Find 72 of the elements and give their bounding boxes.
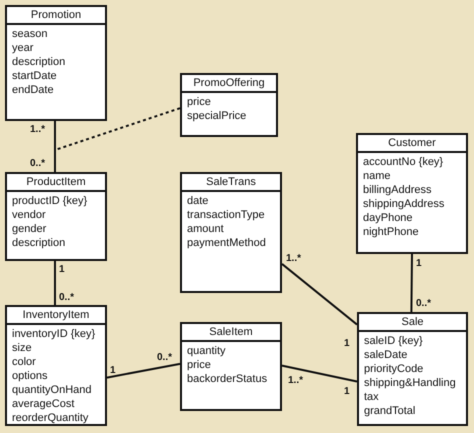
class-box [357, 312, 468, 426]
attribute-text: inventoryID {key} [11, 327, 96, 341]
multiplicity-label: 1 [344, 338, 350, 349]
class-box [180, 322, 282, 411]
attribute-text: billingAddress [362, 183, 432, 197]
class-name: Sale [359, 314, 466, 332]
attribute-text: tax [363, 390, 380, 404]
multiplicity-label: 0..* [416, 298, 432, 309]
class-name: ProductItem [7, 174, 105, 192]
attribute-text: paymentMethod [186, 236, 267, 250]
attribute-text: name [362, 169, 392, 183]
attribute-text: transactionType [186, 208, 266, 222]
attribute-text: quantityOnHand [11, 383, 92, 397]
multiplicity-label: 1..* [286, 253, 302, 264]
attribute-text: description [11, 236, 66, 250]
association-line [410, 254, 413, 312]
association-line [54, 121, 56, 172]
attribute-text: specialPrice [186, 109, 248, 123]
multiplicity-label: 1 [59, 264, 65, 275]
multiplicity-label: 0..* [157, 352, 172, 363]
class-box [5, 172, 107, 261]
attribute-text: endDate [11, 83, 55, 97]
attribute-text: grandTotal [363, 404, 416, 418]
class-box [180, 73, 278, 137]
multiplicity-label: 1..* [288, 375, 304, 386]
attribute-text: saleDate [363, 348, 408, 362]
multiplicity-label: 1 [416, 258, 422, 269]
association-line [106, 362, 180, 379]
attribute-text: gender [11, 222, 48, 236]
association-line [54, 261, 56, 305]
multiplicity-label: 1..* [30, 124, 46, 135]
class-box [5, 305, 107, 426]
attribute-text: accountNo {key} [362, 155, 444, 169]
attribute-text: quantity [186, 344, 227, 358]
attribute-text: shippingAddress [362, 197, 446, 211]
attribute-text: year [11, 41, 34, 55]
attribute-text: options [11, 369, 48, 383]
attribute-text: backorderStatus [186, 372, 268, 386]
attribute-text: averageCost [11, 397, 76, 411]
class-name: Promotion [7, 7, 105, 25]
class-name: Customer [358, 135, 466, 153]
attribute-text: season [11, 27, 48, 41]
class-name: PromoOffering [182, 75, 276, 93]
attribute-text: size [11, 341, 33, 355]
attribute-text: startDate [11, 69, 58, 83]
multiplicity-label: 0..* [59, 292, 74, 303]
attribute-text: productID {key} [11, 194, 88, 208]
class-box [5, 5, 107, 121]
dashed-line [54, 107, 180, 151]
attribute-text: description [11, 55, 66, 69]
attribute-text: dayPhone [362, 211, 414, 225]
association-line [282, 364, 358, 383]
attribute-text: price [186, 95, 212, 109]
multiplicity-label: 1 [110, 365, 116, 376]
attribute-text: saleID {key} [363, 334, 424, 348]
class-name: SaleTrans [182, 174, 280, 192]
attribute-text: date [186, 194, 210, 208]
attribute-text: priorityCode [363, 362, 424, 376]
attribute-text: price [186, 358, 212, 372]
attribute-text: amount [186, 222, 225, 236]
attribute-text: reorderQuantity [11, 411, 90, 425]
multiplicity-label: 0..* [30, 158, 46, 169]
attribute-text: nightPhone [362, 225, 420, 239]
class-name: SaleItem [182, 324, 280, 342]
class-box [180, 172, 282, 293]
class-box [356, 133, 468, 254]
attribute-text: color [11, 355, 37, 369]
attribute-text: vendor [11, 208, 47, 222]
attribute-text: shipping&Handling [363, 376, 457, 390]
association-line [281, 263, 358, 326]
multiplicity-label: 1 [344, 386, 350, 397]
class-name: InventoryItem [7, 307, 105, 325]
